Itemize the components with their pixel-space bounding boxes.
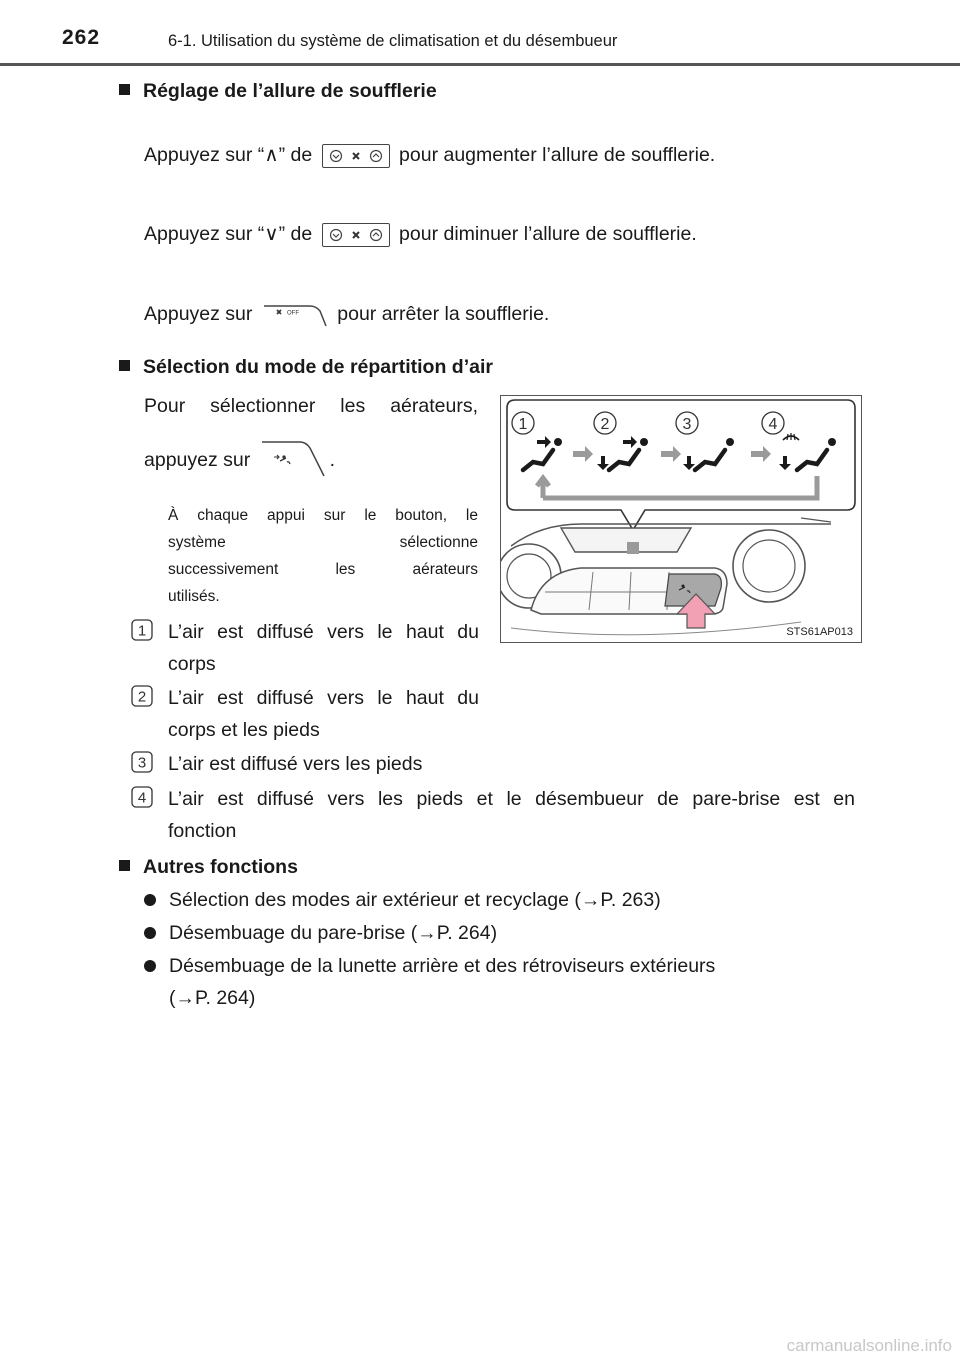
number-badge-icon: 2 [131,685,153,707]
square-bullet-icon [119,84,130,95]
dashboard-illustration: 1 2 3 4 [501,399,856,636]
link-text[interactable]: (→P. 264) [169,987,256,1009]
bullet-dot-icon [144,927,156,939]
link-text[interactable]: Sélection des modes air extérieur et rec… [169,889,661,911]
up-chevron-symbol: ∧ [264,144,279,166]
mode-intro: Pour sélectionner les aérateurs, [144,395,478,417]
fan-off-button-icon: OFF [262,302,328,328]
figure-label-1: 1 [519,416,528,433]
off-label: OFF [287,311,299,317]
mode-intro-line2: appuyez sur . [144,440,335,480]
fan-off-line: Appuyez sur OFF pour arrêter la souffler… [144,302,549,328]
figure-label-3: 3 [683,416,692,433]
number-badge-icon: 1 [131,619,153,641]
square-bullet-icon [119,860,130,871]
mode-note: À chaque appui sur le bouton, le système… [168,507,478,605]
figure-label-2: 2 [601,416,610,433]
header-rule [0,63,960,66]
bullet-dot-icon [144,894,156,906]
fan-speed-heading: Réglage de l’allure de soufflerie [119,80,437,103]
fan-speed-button-icon [321,222,390,247]
other-functions-heading: Autres fonctions [119,856,298,879]
figure-code: STS61AP013 [786,626,853,638]
fan-down-line: Appuyez sur “∨” de pour diminuer l’allur… [144,222,697,247]
list-item: 2 L’air est diffusé vers le haut du corp… [131,682,479,746]
number-badge-icon: 3 [131,751,153,773]
down-chevron-symbol: ∨ [264,223,279,245]
svg-text:3: 3 [138,755,146,772]
air-mode-heading: Sélection du mode de répartition d’air [119,356,493,379]
chapter-title: 6-1. Utilisation du système de climatisa… [168,32,618,50]
watermark: carmanualsonline.info [786,1336,952,1355]
bullet-dot-icon [144,960,156,972]
svg-text:1: 1 [138,623,146,640]
fan-up-line: Appuyez sur “∧” de pour augmenter l’allu… [144,143,716,168]
page-header: 262 6-1. Utilisation du système de clima… [0,0,960,70]
svg-text:2: 2 [138,689,146,706]
fan-speed-button-icon [321,143,390,168]
svg-text:4: 4 [138,790,146,807]
figure-label-4: 4 [769,416,778,433]
air-mode-figure: 1 2 3 4 [500,395,862,643]
list-item: 1 L’air est diffusé vers le haut du corp… [131,616,479,680]
page-number: 262 [62,26,101,49]
mode-button-icon [260,440,326,480]
list-item: 3 L’air est diffusé vers les pieds [131,748,831,780]
square-bullet-icon [119,360,130,371]
number-badge-icon: 4 [131,786,153,808]
list-item: 4 L’air est diffusé vers les pieds et le… [131,783,856,847]
link-text[interactable]: Désembuage du pare-brise (→P. 264) [169,922,498,944]
